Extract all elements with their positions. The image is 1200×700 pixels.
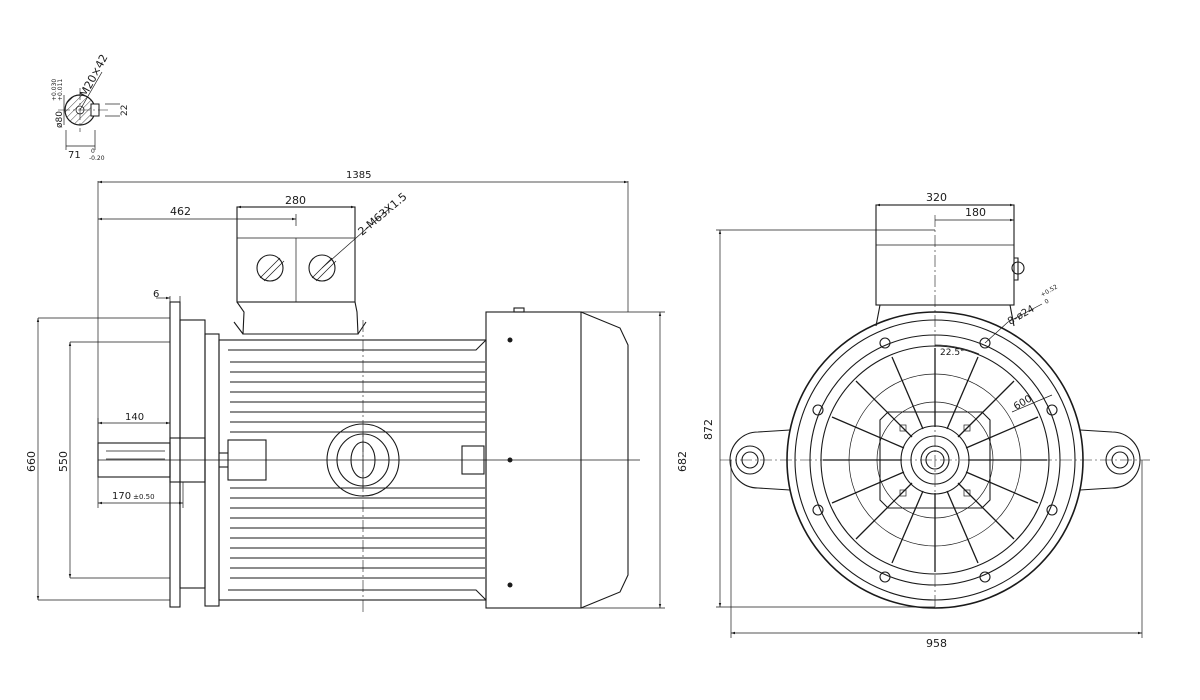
overall-length-label: 1385	[346, 170, 371, 181]
shaft-detail: M20×42 ø80 +0.030 +0.011 22 71 0 -0.20	[51, 52, 130, 162]
shaft-diameter-label: ø80	[55, 111, 65, 128]
cable-gland-right	[308, 254, 336, 282]
end-box-half-label: 180	[965, 206, 986, 219]
mounting-flange	[169, 301, 181, 608]
holes-tol-lower: 0	[1044, 298, 1051, 306]
total-height-label: 872	[702, 419, 715, 440]
end-width-label: 958	[926, 637, 947, 650]
cable-gland-left	[256, 254, 284, 282]
flange-thickness-label: 6	[153, 289, 159, 300]
cooling-fins	[230, 361, 485, 579]
cable-entries-label: 2-M63X1.5	[356, 190, 410, 238]
height-550-label: 550	[57, 451, 70, 472]
end-terminal-box	[875, 204, 1015, 306]
box-width-label: 280	[285, 194, 306, 207]
fan-cover	[485, 311, 582, 609]
bolt-holes	[812, 337, 1058, 583]
shaft-diameter-tol-lower: +0.011	[57, 79, 64, 101]
box-offset-label: 462	[170, 205, 191, 218]
angle-label: 22.5°	[940, 348, 965, 358]
key-height-label: 71	[68, 150, 81, 161]
key-height-tol-upper: 0	[91, 148, 95, 155]
key-height-tol-lower: -0.20	[89, 155, 105, 162]
height-660-label: 660	[25, 451, 38, 472]
motor-body	[204, 333, 220, 607]
pcd-label: 600	[1012, 394, 1034, 413]
end-view: 320 180 872 958	[702, 191, 1150, 650]
key-width-label: 22	[120, 105, 130, 116]
shaft-height-label: 170±0.50	[112, 491, 155, 502]
end-box-width-label: 320	[926, 191, 947, 204]
holes-tol-upper: +0.52	[1040, 283, 1060, 298]
shaft-thread-label: M20×42	[77, 52, 110, 99]
height-682-label: 682	[676, 451, 689, 472]
side-view: 1385 462 280 2-M63X1.5 6	[25, 170, 689, 612]
shaft-diameter-tol-upper: +0.030	[51, 79, 58, 101]
small-bosses	[899, 424, 971, 497]
shaft-length-label: 140	[125, 412, 144, 423]
